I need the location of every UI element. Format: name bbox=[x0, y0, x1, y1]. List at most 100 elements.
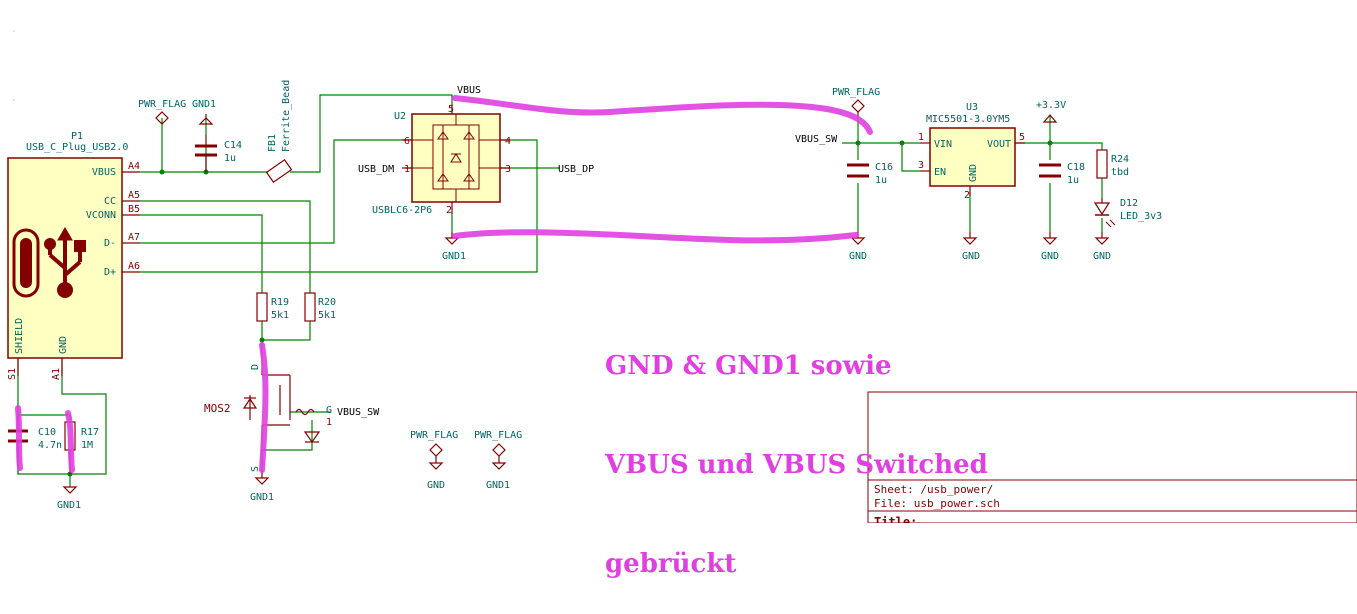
r19-ref: R19 bbox=[271, 297, 289, 308]
c18-ref: C18 bbox=[1067, 162, 1085, 173]
net-label-usb-dp: USB_DP bbox=[558, 164, 594, 175]
highlight-mos-wire bbox=[259, 342, 269, 473]
pin-num-a4: A4 bbox=[128, 161, 140, 172]
u2-value: USBLC6-2P6 bbox=[372, 205, 432, 216]
pwr-flag-3[interactable]: PWR_FLAG GND bbox=[410, 430, 458, 491]
highlight-strokes bbox=[15, 95, 873, 473]
c10-value: 4.7n bbox=[38, 440, 62, 451]
c14-value: 1u bbox=[224, 153, 236, 164]
pwr-flag-2-label: PWR_FLAG bbox=[832, 87, 880, 98]
power-3v3-symbol[interactable]: +3.3V bbox=[1036, 100, 1066, 123]
annotation-line-3: gebrückt bbox=[605, 549, 737, 579]
annotation-line-2: VBUS und VBUS Switched bbox=[605, 450, 988, 480]
u3-pin5: 5 bbox=[1019, 132, 1025, 143]
u3-pin-vin: VIN bbox=[934, 139, 952, 150]
ferrite-bead-fb1[interactable]: FB1 Ferrite_Bead bbox=[265, 80, 293, 184]
schematic-canvas: P1 USB_C_Plug_USB2.0 VBUS CC VCONN D- D+… bbox=[7, 30, 1357, 523]
resistor-r20[interactable]: R20 5k1 bbox=[304, 292, 336, 322]
titleblock-file: File: usb_power.sch bbox=[874, 497, 1000, 510]
u3-pin-en: EN bbox=[934, 167, 946, 178]
u2-pin6: 6 bbox=[404, 136, 410, 147]
gnd-symbol-u3[interactable]: GND bbox=[962, 232, 980, 262]
pin-name-shield: SHIELD bbox=[14, 318, 25, 354]
pin-name-cc: CC bbox=[104, 196, 116, 207]
titleblock-title: Title: bbox=[874, 515, 917, 523]
pwr-flag-3-label: PWR_FLAG bbox=[410, 430, 458, 441]
u3-pin2: 2 bbox=[964, 190, 970, 201]
highlight-r17 bbox=[65, 410, 75, 473]
u2-pin4: 4 bbox=[505, 136, 511, 147]
net-label-vbus: VBUS bbox=[457, 85, 481, 96]
usb-c-connector-p1[interactable]: P1 USB_C_Plug_USB2.0 VBUS CC VCONN D- D+… bbox=[7, 131, 140, 380]
c10-ref: C10 bbox=[38, 427, 56, 438]
gnd-u3-label: GND bbox=[962, 251, 980, 262]
r20-value: 5k1 bbox=[318, 310, 336, 321]
ldo-regulator-u3[interactable]: U3 MIC5501-3.0YM5 VIN EN VOUT GND 1 3 5 … bbox=[918, 102, 1025, 201]
p1-value: USB_C_Plug_USB2.0 bbox=[26, 142, 128, 153]
gnd-symbol-c18[interactable]: GND bbox=[1041, 232, 1059, 262]
c18-value: 1u bbox=[1067, 175, 1079, 186]
gnd-flag3-label: GND bbox=[427, 480, 445, 491]
u3-pin-gnd: GND bbox=[968, 164, 979, 182]
gnd1-top-label: GND1 bbox=[192, 99, 216, 110]
u3-pin3: 3 bbox=[918, 160, 924, 171]
pwr-flag-1-label: PWR_FLAG bbox=[138, 99, 186, 110]
d12-value: LED_3v3 bbox=[1120, 211, 1162, 222]
pin-num-b5: B5 bbox=[128, 204, 140, 215]
esd-protection-u2[interactable]: U2 USBLC6-2P6 6 4 1 3 5 2 bbox=[372, 104, 511, 216]
annotation-note: GND & GND1 sowie VBUS und VBUS Switched … bbox=[605, 284, 988, 614]
gnd1-bottom-label: GND1 bbox=[57, 500, 81, 511]
mos2-pin-g: G bbox=[326, 405, 332, 416]
annotation-line-1: GND & GND1 sowie bbox=[605, 351, 892, 381]
u3-value: MIC5501-3.0YM5 bbox=[926, 114, 1010, 125]
u2-pin5: 5 bbox=[448, 104, 454, 115]
r20-ref: R20 bbox=[318, 297, 336, 308]
c16-ref: C16 bbox=[875, 162, 893, 173]
gnd-symbol-led[interactable]: GND bbox=[1093, 232, 1111, 262]
r17-ref: R17 bbox=[81, 427, 99, 438]
capacitor-c18[interactable]: C18 1u bbox=[1039, 162, 1085, 186]
capacitor-c14[interactable]: C14 1u bbox=[195, 135, 242, 172]
r24-ref: R24 bbox=[1111, 154, 1129, 165]
fb1-value: Ferrite_Bead bbox=[281, 80, 292, 152]
capacitor-c16[interactable]: C16 1u bbox=[847, 162, 893, 186]
u2-ref: U2 bbox=[394, 111, 406, 122]
usb-symbol-icon bbox=[44, 227, 86, 298]
mosfet-mos2[interactable]: MOS2 G 1 D S bbox=[204, 362, 332, 472]
gnd-c16-label: GND bbox=[849, 251, 867, 262]
u2-pin2: 2 bbox=[446, 205, 452, 216]
pin-num-a6: A6 bbox=[128, 261, 140, 272]
pin-name-vbus: VBUS bbox=[92, 167, 116, 178]
mos2-pin-s: S bbox=[250, 466, 261, 472]
mos2-pin-d: D bbox=[250, 364, 261, 370]
r24-value: tbd bbox=[1111, 167, 1129, 178]
pin-num-a5: A5 bbox=[128, 190, 140, 201]
c14-ref: C14 bbox=[224, 140, 242, 151]
gnd1-symbol-u2[interactable]: GND1 bbox=[442, 232, 466, 262]
pin-num-a1: A1 bbox=[51, 368, 62, 380]
r17-value: 1M bbox=[81, 440, 93, 451]
resistor-r19[interactable]: R19 5k1 bbox=[256, 292, 289, 322]
net-label-vbus-sw-2: VBUS_SW bbox=[337, 407, 380, 418]
gnd1-flag4-label: GND1 bbox=[486, 480, 510, 491]
p1-ref: P1 bbox=[71, 131, 83, 142]
u3-pin-vout: VOUT bbox=[987, 139, 1011, 150]
highlight-c10 bbox=[15, 405, 23, 471]
pwr-flag-1[interactable]: PWR_FLAG bbox=[138, 99, 186, 125]
titleblock-sheet: Sheet: /usb_power/ bbox=[874, 483, 993, 496]
led-d12[interactable]: D12 LED_3v3 bbox=[1093, 198, 1162, 228]
v33-label: +3.3V bbox=[1036, 100, 1066, 111]
highlight-vbus bbox=[452, 95, 873, 135]
u3-pin1: 1 bbox=[918, 132, 924, 143]
gnd-c18-label: GND bbox=[1041, 251, 1059, 262]
pwr-flag-4[interactable]: PWR_FLAG GND1 bbox=[474, 430, 522, 491]
resistor-r24[interactable]: R24 tbd bbox=[1096, 149, 1129, 179]
pwr-flag-4-label: PWR_FLAG bbox=[474, 430, 522, 441]
gnd1-symbol-top[interactable]: GND1 bbox=[192, 99, 216, 125]
r19-value: 5k1 bbox=[271, 310, 289, 321]
pin-num-a7: A7 bbox=[128, 232, 140, 243]
pin-name-vconn: VCONN bbox=[86, 210, 116, 221]
c16-value: 1u bbox=[875, 175, 887, 186]
gnd1-symbol-bottom[interactable]: GND1 bbox=[57, 486, 81, 511]
highlight-gnd bbox=[452, 229, 859, 244]
